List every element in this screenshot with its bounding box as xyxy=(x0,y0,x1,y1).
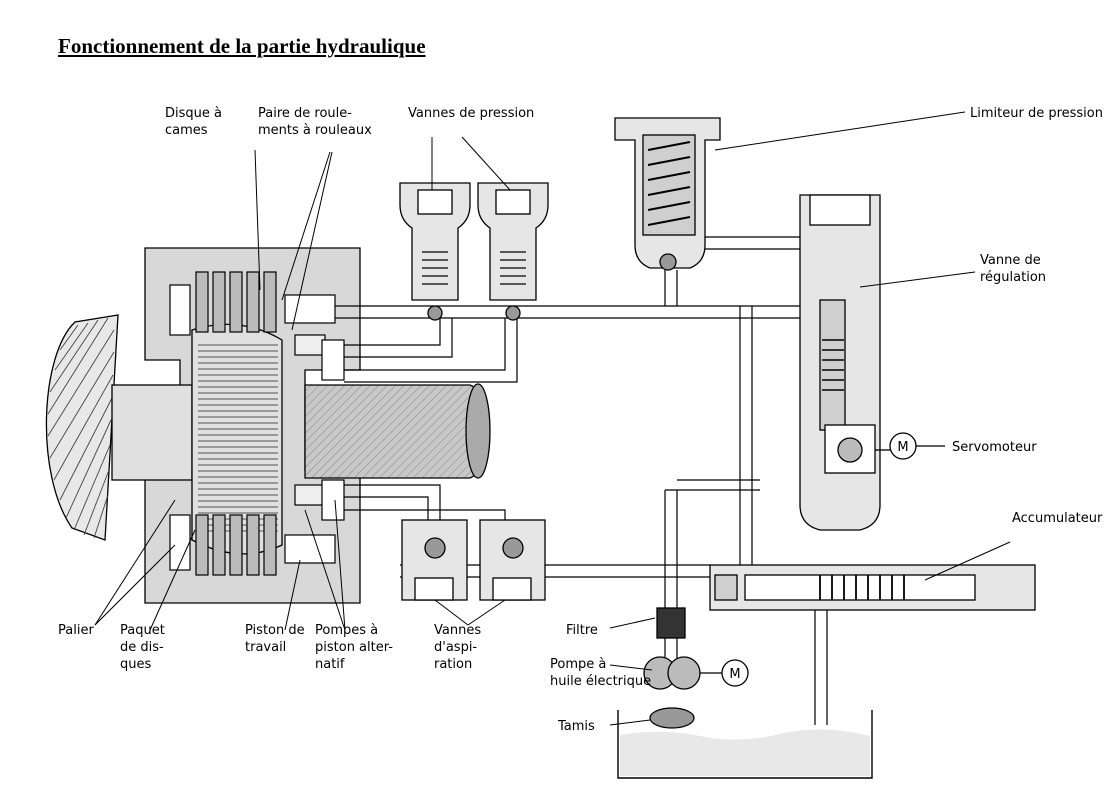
oil-tank xyxy=(617,710,873,779)
label-line: régulation xyxy=(980,270,1046,285)
label-vannes-pression: Vannes de pression xyxy=(408,106,534,121)
label-vannes-aspiration: Vannes d'aspi-ration xyxy=(434,623,481,672)
label-line: Servomoteur xyxy=(952,440,1037,455)
label-filtre: Filtre xyxy=(566,623,598,638)
sieve xyxy=(649,707,695,729)
label-line: Filtre xyxy=(566,623,598,638)
label-line: Paire de roule- xyxy=(258,106,352,121)
label-line: Paquet xyxy=(120,623,165,638)
working-pistons xyxy=(284,294,345,564)
label-line: huile électrique xyxy=(550,674,651,689)
label-disque-a-cames: Disque à cames xyxy=(165,106,222,138)
label-paire-roulements: Paire de roule-ments à rouleaux xyxy=(258,106,372,138)
label-piston-travail: Piston de travail xyxy=(245,623,305,655)
pressure-limiter xyxy=(614,117,721,271)
label-line: d'aspi- xyxy=(434,640,477,655)
label-line: Tamis xyxy=(557,719,595,734)
label-line: Disque à xyxy=(165,106,222,121)
hydraulic-lines xyxy=(335,236,828,725)
disc-pack-top xyxy=(169,271,277,336)
servomotor xyxy=(875,432,945,460)
label-limiteur-pression: Limiteur de pression xyxy=(970,106,1103,121)
label-line: Palier xyxy=(58,623,94,638)
label-line: Vanne de xyxy=(980,253,1041,268)
label-line: piston alter- xyxy=(315,640,393,655)
leader-lines xyxy=(94,111,1011,726)
label-tamis: Tamis xyxy=(557,719,595,734)
label-paquet-disques: Paquet de dis-ques xyxy=(120,623,165,672)
pressure-valve-1 xyxy=(399,182,471,321)
label-line: Piston de xyxy=(245,623,305,638)
label-line: Accumulateur xyxy=(1012,511,1103,526)
filter xyxy=(656,607,686,639)
accumulator xyxy=(709,564,1036,611)
suction-valve-2 xyxy=(479,519,546,601)
label-pompe-huile: Pompe à huile électrique xyxy=(550,657,651,689)
pressure-valve-2 xyxy=(477,182,549,321)
pump-motor-symbol: M xyxy=(729,667,740,682)
regulation-valve xyxy=(799,194,881,531)
label-vanne-regulation: Vanne de régulation xyxy=(980,253,1046,285)
servomotor-symbol: M xyxy=(897,440,908,455)
label-line: ques xyxy=(120,657,151,672)
label-line: Vannes xyxy=(434,623,481,638)
label-servomoteur: Servomoteur xyxy=(952,440,1037,455)
label-line: Vannes de pression xyxy=(408,106,534,121)
label-line: Pompe à xyxy=(550,657,606,672)
label-line: natif xyxy=(315,657,345,672)
toothed-wheel xyxy=(45,314,119,541)
label-line: travail xyxy=(245,640,286,655)
label-line: cames xyxy=(165,123,208,138)
label-palier: Palier xyxy=(58,623,94,638)
label-accumulateur: Accumulateur xyxy=(1012,511,1103,526)
label-line: ration xyxy=(434,657,472,672)
page-title: Fonctionnement de la partie hydraulique xyxy=(58,34,426,58)
label-line: de dis- xyxy=(120,640,164,655)
electric-oil-pump xyxy=(643,656,749,690)
label-line: ments à rouleaux xyxy=(258,123,372,138)
suction-valve-1 xyxy=(401,519,468,601)
label-line: Pompes à xyxy=(315,623,378,638)
label-pompes-piston: Pompes à piston alter-natif xyxy=(315,623,393,672)
label-line: Limiteur de pression xyxy=(970,106,1103,121)
disc-pack-bottom xyxy=(169,514,277,576)
drive-shaft xyxy=(111,383,491,481)
